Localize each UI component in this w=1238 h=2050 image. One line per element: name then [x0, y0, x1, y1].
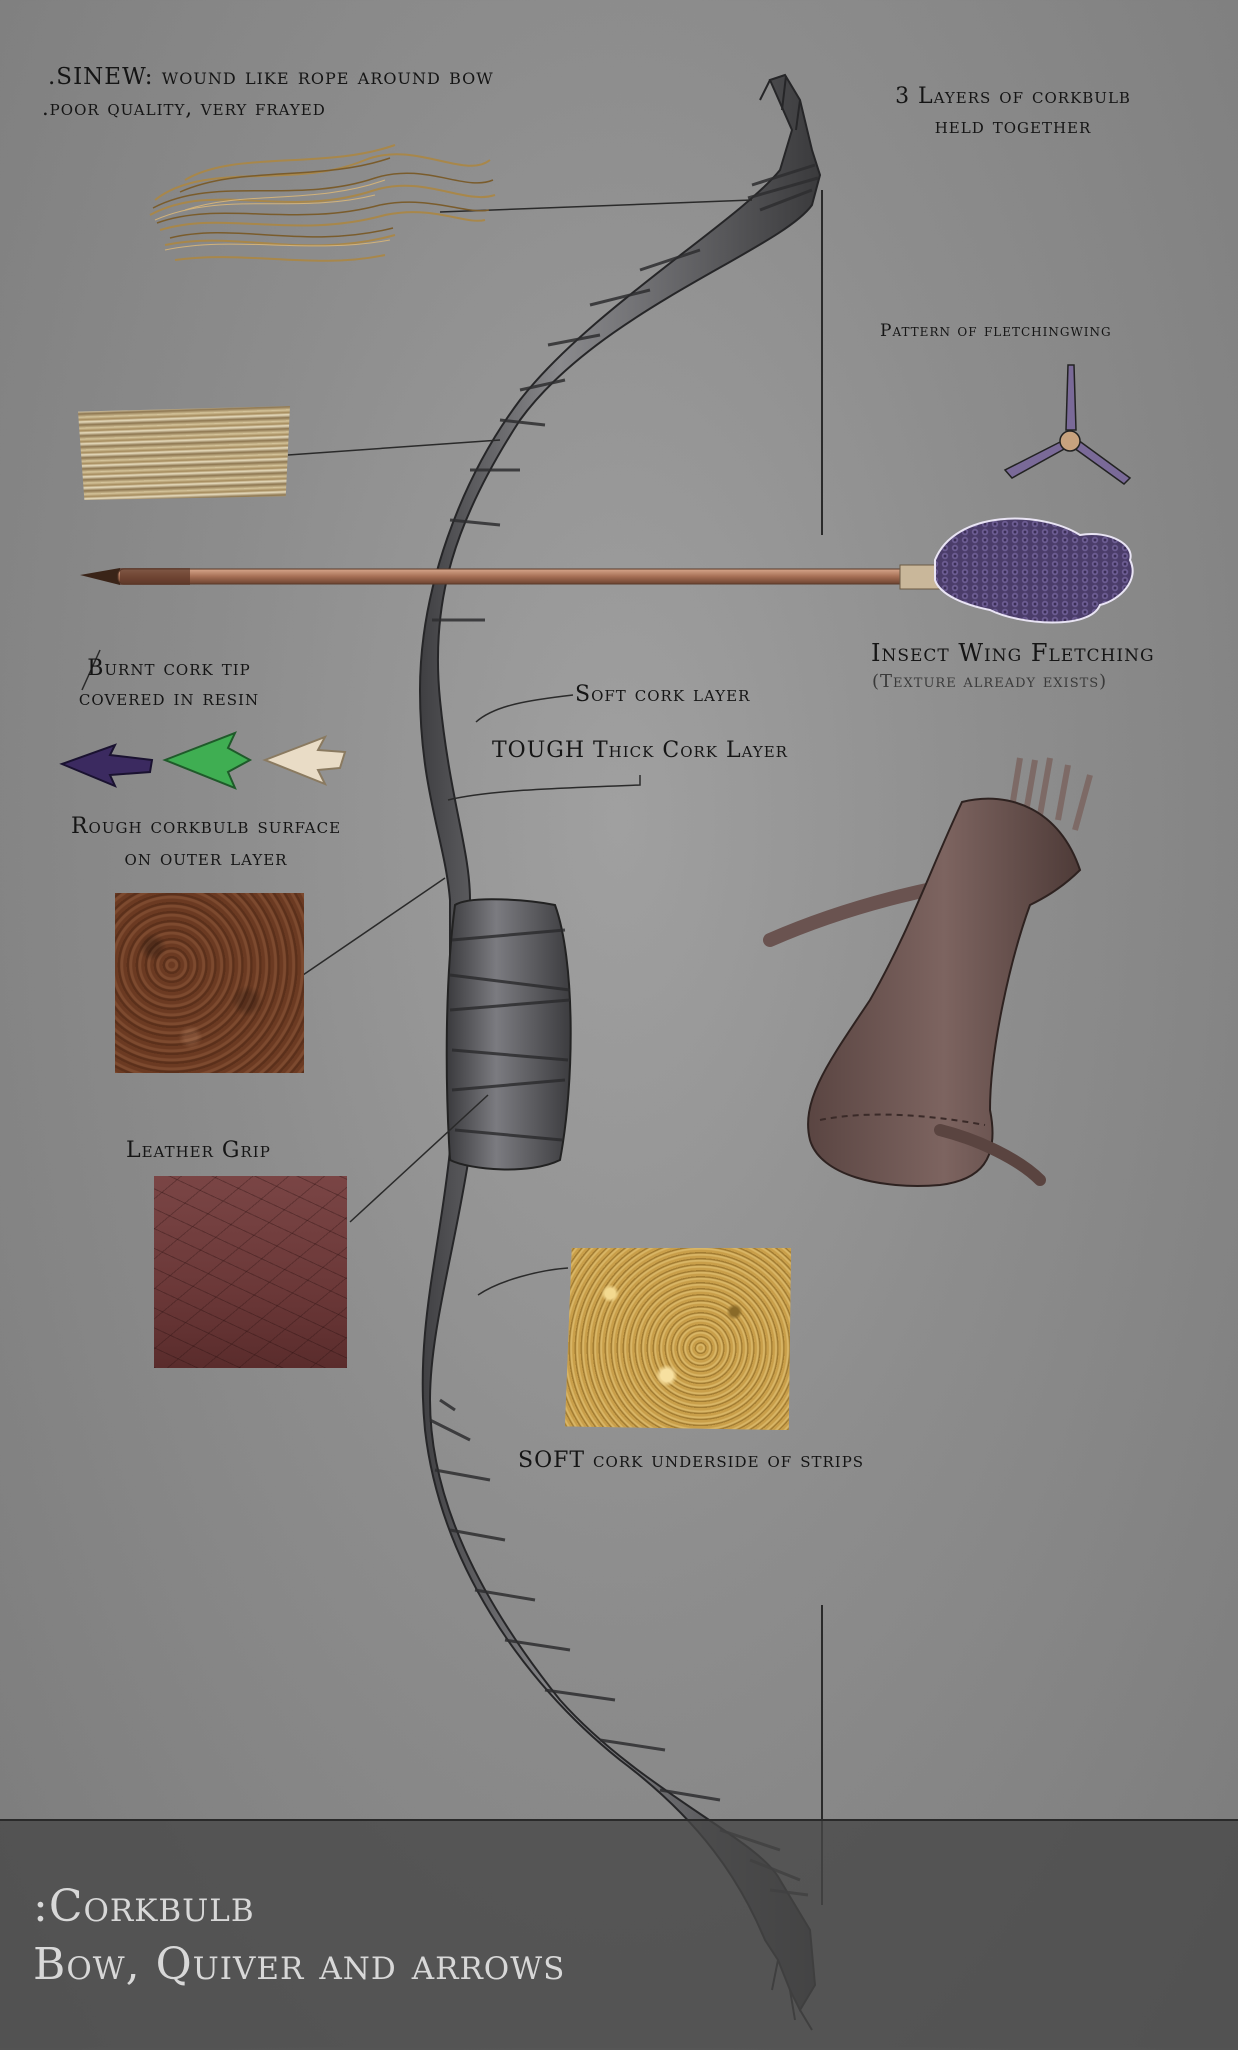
- title-line-2: Bow, Quiver and arrows: [33, 1939, 566, 1990]
- fletching-pattern-label: Pattern of fletchingwing: [880, 321, 1112, 341]
- rough-surface-label: Rough corkbulb surface: [70, 814, 342, 839]
- arrowhead-purple: [59, 743, 154, 788]
- cork-layers-texture-swatch: [78, 406, 290, 500]
- sinew-texture-swatch: [149, 144, 496, 262]
- rough-corkbulb-texture-swatch: [115, 893, 304, 1073]
- soft-cork-layer-label: Soft cork layer: [575, 682, 751, 707]
- sinew-quality-label: .poor quality, very frayed: [42, 96, 326, 120]
- arrowheads: [59, 731, 347, 790]
- texture-exists-label: (Texture already exists): [872, 671, 1108, 692]
- burnt-tip-label-2: covered in resin: [78, 686, 260, 711]
- insect-wing-label: Insect Wing Fletching: [871, 639, 1155, 667]
- arrowhead-white: [262, 735, 347, 786]
- arrowhead-green: [162, 731, 253, 790]
- title-band: :Corkbulb Bow, Quiver and arrows: [0, 1819, 1238, 2050]
- rough-surface-label-2: on outer layer: [124, 846, 288, 871]
- title-line-1: :Corkbulb: [33, 1881, 255, 1932]
- sinew-label: .SINEW: wound like rope around bow: [48, 64, 494, 90]
- soft-cork-underside-label: SOFT cork underside of strips: [518, 1448, 865, 1473]
- bow-grip: [445, 898, 572, 1171]
- soft-cork-texture-swatch: [565, 1248, 791, 1430]
- corkbulb-layers-label: 3 Layers of corkbulb: [895, 84, 1131, 109]
- leather-grip-texture-swatch: [154, 1176, 347, 1368]
- arrow: [80, 517, 1134, 624]
- fletching-pattern-diagram: [1003, 364, 1132, 485]
- quiver: [763, 757, 1093, 1187]
- burnt-tip-label: Burnt cork tip: [87, 656, 251, 681]
- insect-wing-fletching: [934, 517, 1134, 624]
- corkbulb-layers-label-2: held together: [934, 114, 1092, 139]
- tough-cork-layer-label: TOUGH Thick Cork Layer: [492, 738, 788, 763]
- leather-grip-label: Leather Grip: [126, 1138, 271, 1163]
